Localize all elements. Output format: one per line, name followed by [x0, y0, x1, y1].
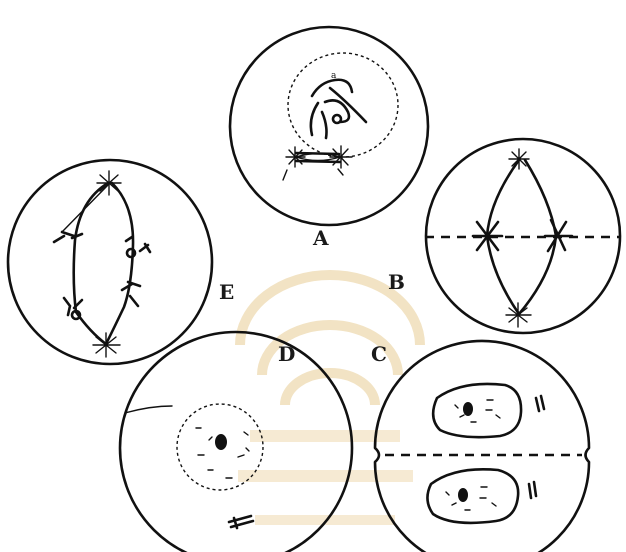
label-b: B [388, 270, 405, 294]
label-d: D [278, 342, 295, 366]
cell-b [425, 139, 621, 333]
label-e: E [219, 280, 234, 304]
cell-e [8, 160, 212, 364]
label-c: C [371, 342, 387, 366]
watermark-emblem [238, 275, 420, 525]
label-a: A [313, 226, 329, 250]
svg-text:a: a [331, 71, 337, 81]
cell-c [375, 341, 589, 552]
cell-a: a [230, 27, 428, 225]
